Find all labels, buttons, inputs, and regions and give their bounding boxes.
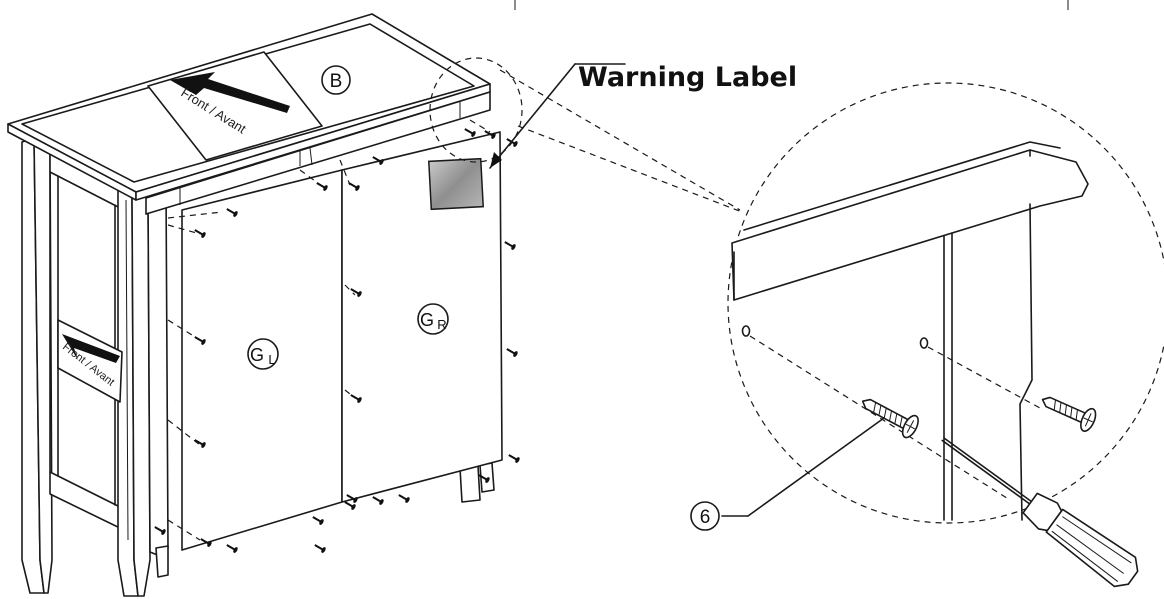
- panel-screw: [398, 494, 410, 503]
- frame-ticks: [514, 0, 1069, 10]
- panel-screw: [504, 241, 516, 250]
- callout-gl-letter: G: [250, 345, 264, 365]
- panel-screw: [350, 288, 362, 297]
- back-right-foot: [459, 465, 481, 503]
- callout-b-label: B: [330, 71, 343, 92]
- side-direction-sticker: Front / Avant: [57, 319, 123, 403]
- detail-screw-left: [861, 398, 919, 439]
- detail-circle: [727, 82, 1164, 524]
- panel-screw: [464, 128, 476, 137]
- detail-view: 6: [690, 82, 1164, 588]
- panel-screw: [506, 348, 518, 357]
- callout-6: 6: [690, 417, 885, 531]
- warning-label-square: [427, 157, 485, 211]
- callout-gl-sub: L: [268, 352, 275, 367]
- panel-screw: [506, 138, 518, 147]
- callout-gr-letter: G: [420, 310, 434, 330]
- detail-screw-right: [1041, 396, 1097, 432]
- panel-screw: [478, 474, 490, 483]
- panel-screw: [344, 501, 356, 510]
- panel-screw: [194, 336, 206, 345]
- panel-screw: [314, 544, 326, 553]
- cabinet-back-view: Front / Avant B Front / Avant G L: [7, 13, 743, 597]
- panel-screw: [372, 156, 384, 165]
- top-direction-sticker: Front / Avant: [147, 51, 323, 161]
- callout-b: B: [321, 65, 351, 95]
- panel-screw: [194, 229, 206, 238]
- callout-6-label: 6: [700, 507, 711, 528]
- panel-screw: [372, 496, 384, 505]
- warning-label-text: Warning Label: [578, 62, 797, 93]
- panel-screw: [194, 439, 206, 448]
- back-left-post: [147, 185, 169, 578]
- panel-screws: [154, 128, 520, 553]
- panel-screw: [226, 208, 238, 217]
- panel-screw: [154, 526, 166, 535]
- panel-screw: [350, 394, 362, 403]
- detail-zoom-marker: [429, 57, 523, 163]
- panel-screw: [226, 544, 238, 553]
- panel-screw: [200, 538, 212, 547]
- right-front-leg: [117, 189, 151, 597]
- screw-hole-right: [919, 337, 929, 349]
- panel-screw: [484, 130, 496, 139]
- left-front-leg: [21, 137, 53, 594]
- svg-text:G: G: [420, 310, 434, 330]
- panel-screw: [508, 454, 520, 463]
- callout-gr: G R: [417, 303, 449, 335]
- panel-screw: [312, 516, 324, 525]
- back-top-rail: [145, 91, 491, 215]
- callout-gl: G L: [247, 338, 279, 370]
- svg-text:G: G: [250, 345, 264, 365]
- panel-screw: [346, 494, 358, 503]
- callout-gr-sub: R: [437, 317, 446, 332]
- screwdriver-icon: [941, 437, 1139, 588]
- screw-hole-left: [741, 325, 751, 337]
- panel-screw: [348, 182, 360, 191]
- warning-callout: Warning Label: [489, 62, 797, 169]
- panel-screw: [316, 182, 328, 191]
